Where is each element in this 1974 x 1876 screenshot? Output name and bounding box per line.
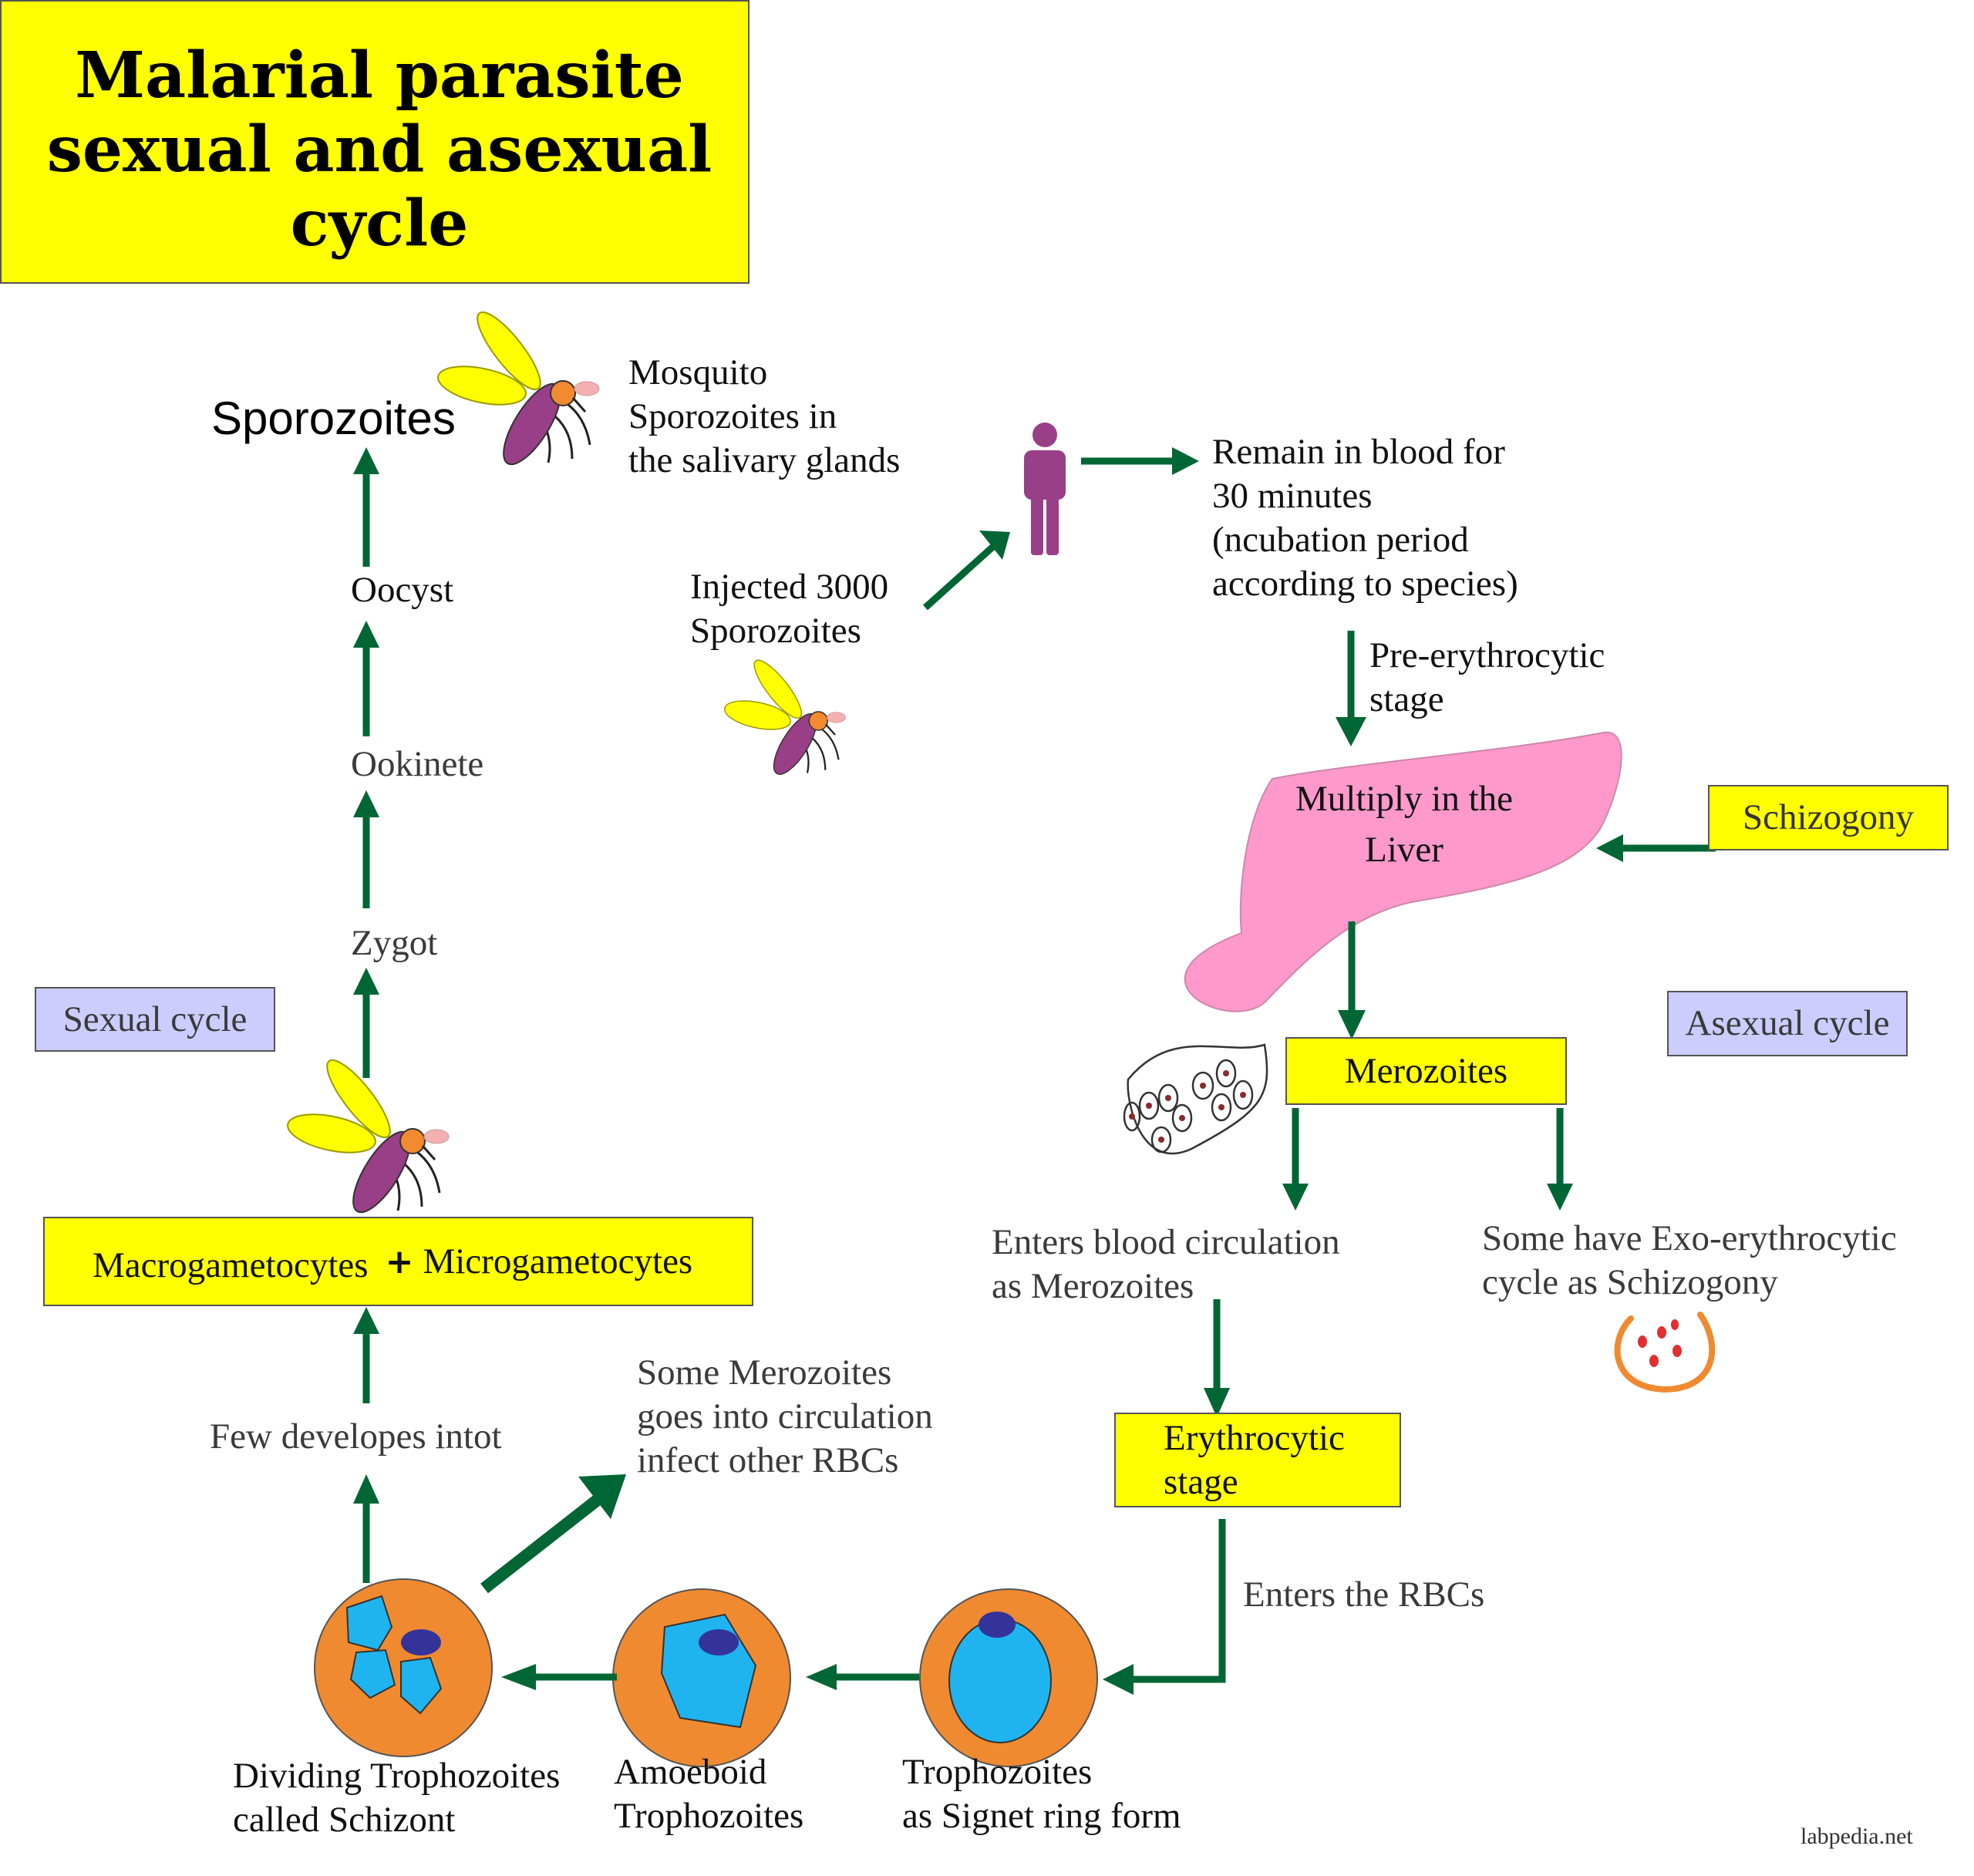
injected-label: Injected 3000 Sporozoites [690,567,889,651]
diagram-title: Malarial parasite sexual and asexual cyc… [46,39,712,261]
exo-erythrocytic-label: Some have Exo-erythrocytic cycle as Schi… [1482,1218,1897,1302]
asexual-cycle-box: Asexual cycle [1667,991,1908,1056]
mosquito-note: Mosquito Sporozoites in the salivary gla… [628,352,901,480]
rbc-amoeboid [612,1588,791,1767]
signet-ring-trophozoites-label: Trophozoites as Signet ring form [902,1752,1181,1836]
erythrocytic-stage-label: Erythrocytic stage [1164,1417,1345,1502]
rbc-signet-ring [919,1588,1098,1767]
plus-sign: + [385,1241,414,1282]
few-develop-label: Few developes intot [210,1416,502,1457]
liver-label: Multiply in the Liver [1295,779,1513,870]
site-credit: labpedia.net [1801,1824,1913,1849]
microgametocytes-label: Microgametocytes [423,1241,693,1282]
ookinete-label: Ookinete [351,744,484,784]
gametocytes-box: Macrogametocytes + Microgametocytes [43,1217,753,1306]
schizogony-label: Schizogony [1743,797,1914,837]
erythrocytic-stage-box: Erythrocytic stage [1114,1413,1401,1507]
macrogametocytes-label: Macrogametocytes [93,1244,369,1285]
some-merozoites-label: Some Merozoites goes into circulation in… [637,1352,933,1480]
mosquito-icon-injection [721,653,847,782]
zygot-label: Zygot [351,923,438,963]
title-box: Malarial parasite sexual and asexual cyc… [0,0,750,284]
schizont-cup-icon [1614,1312,1716,1393]
asexual-cycle-label: Asexual cycle [1685,1003,1890,1043]
liver-shape [1184,731,1622,1012]
dividing-trophozoites-label: Dividing Trophozoites called Schizont [233,1756,561,1840]
enters-blood-label: Enters blood circulation as Merozoites [992,1222,1340,1306]
sexual-cycle-box: Sexual cycle [35,987,275,1052]
sexual-cycle-label: Sexual cycle [62,999,248,1039]
schizogony-box: Schizogony [1708,785,1949,850]
human-icon [1024,423,1066,555]
sporozoites-label: Sporozoites [211,392,456,444]
pre-erythrocytic-label: Pre-erythrocytic stage [1369,635,1605,719]
enters-rbc-label: Enters the RBCs [1243,1575,1485,1615]
amoeboid-trophozoites-label: Amoeboid Trophozoites [614,1752,804,1836]
liver-cells-sketch [1123,1043,1268,1155]
rbc-schizont [314,1578,493,1757]
mosquito-icon-top [433,303,601,474]
merozoites-label: Merozoites [1344,1050,1508,1091]
merozoites-box: Merozoites [1285,1037,1567,1105]
oocyst-label: Oocyst [351,570,454,610]
arrows [353,447,1716,1695]
liver-cells-nuclei [1129,1070,1246,1143]
remain-in-blood-label: Remain in blood for 30 minutes (ncubatio… [1212,432,1518,604]
